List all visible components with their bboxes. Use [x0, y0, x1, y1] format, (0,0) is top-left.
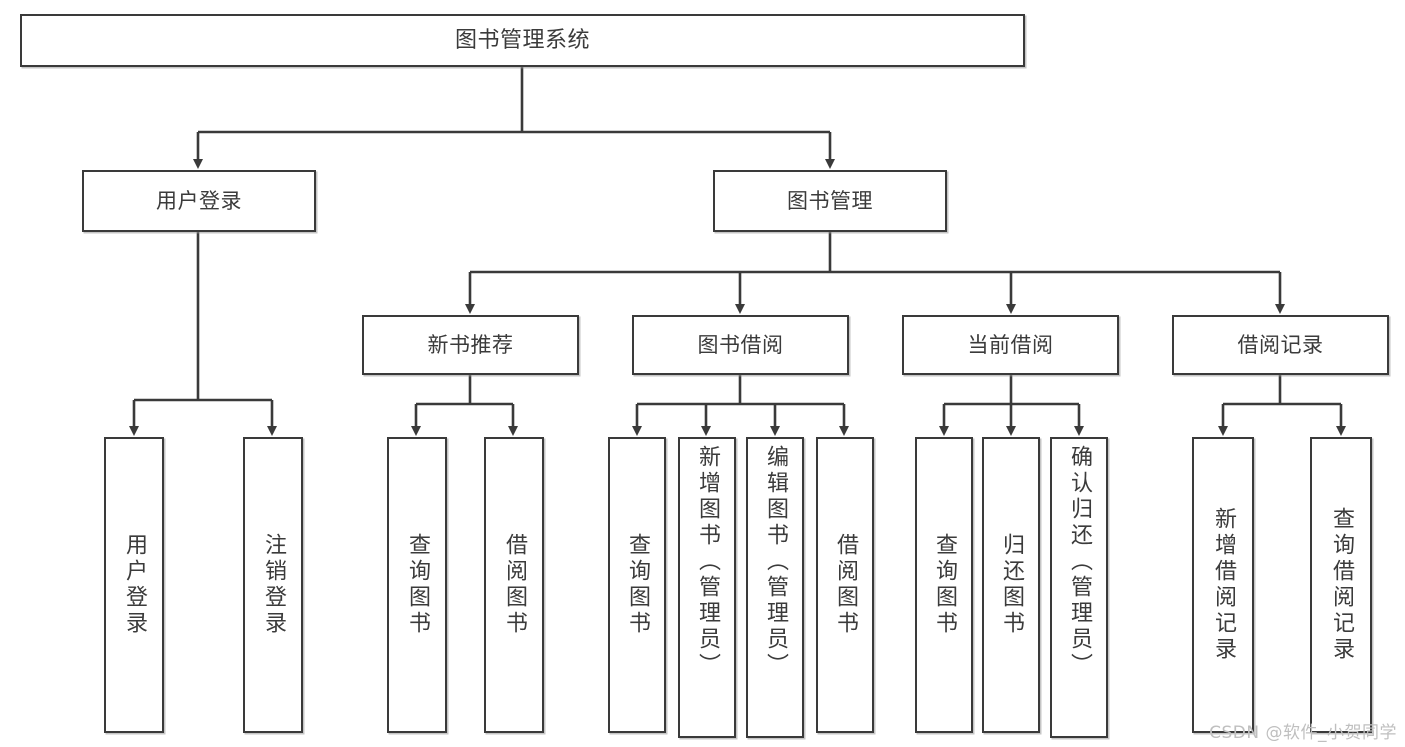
- node-label: 归还图书: [999, 533, 1024, 637]
- node-label: 借阅图书: [502, 533, 527, 637]
- node-label: 确认归还（管理员）: [1067, 445, 1092, 679]
- node-book-manage[interactable]: 图书管理: [713, 170, 947, 232]
- node-label: 查询借阅记录: [1329, 507, 1354, 663]
- node-label: 图书管理系统: [454, 27, 590, 53]
- node-label: 借阅记录: [1237, 332, 1324, 357]
- node-label: 新增图书（管理员）: [695, 445, 720, 679]
- node-leaf-add-book[interactable]: 新增图书（管理员）: [678, 437, 736, 738]
- node-leaf-return-book[interactable]: 归还图书: [982, 437, 1040, 733]
- node-root-system[interactable]: 图书管理系统: [20, 14, 1025, 67]
- node-label: 图书借阅: [697, 332, 784, 357]
- node-leaf-add-borrow-record[interactable]: 新增借阅记录: [1192, 437, 1254, 733]
- node-leaf-borrow-book-recommend[interactable]: 借阅图书: [484, 437, 544, 733]
- node-label: 新书推荐: [427, 332, 514, 357]
- node-label: 新增借阅记录: [1211, 507, 1236, 663]
- node-label: 查询图书: [405, 533, 430, 637]
- node-label: 用户登录: [122, 533, 147, 637]
- node-label: 查询图书: [932, 533, 957, 637]
- csdn-watermark: CSDN @软件_小贺同学: [1209, 723, 1397, 743]
- node-label: 编辑图书（管理员）: [763, 445, 788, 679]
- node-label: 当前借阅: [967, 332, 1054, 357]
- node-label: 查询图书: [625, 533, 650, 637]
- node-user-login[interactable]: 用户登录: [82, 170, 316, 232]
- node-leaf-logout-login[interactable]: 注销登录: [243, 437, 303, 733]
- node-leaf-user-login[interactable]: 用户登录: [104, 437, 164, 733]
- node-label: 注销登录: [261, 533, 286, 637]
- node-leaf-query-borrow-record[interactable]: 查询借阅记录: [1310, 437, 1372, 733]
- node-new-book-recommend[interactable]: 新书推荐: [362, 315, 579, 375]
- node-leaf-edit-book[interactable]: 编辑图书（管理员）: [746, 437, 804, 738]
- node-leaf-confirm-return[interactable]: 确认归还（管理员）: [1050, 437, 1108, 738]
- node-leaf-query-book-borrow[interactable]: 查询图书: [608, 437, 666, 733]
- node-label: 借阅图书: [833, 533, 858, 637]
- node-leaf-query-book-recommend[interactable]: 查询图书: [387, 437, 447, 733]
- node-current-borrow[interactable]: 当前借阅: [902, 315, 1119, 375]
- node-leaf-query-book-current[interactable]: 查询图书: [915, 437, 973, 733]
- node-borrow-record[interactable]: 借阅记录: [1172, 315, 1389, 375]
- node-leaf-borrow-book[interactable]: 借阅图书: [816, 437, 874, 733]
- node-label: 图书管理: [787, 188, 873, 213]
- node-label: 用户登录: [156, 188, 242, 213]
- node-book-borrow[interactable]: 图书借阅: [632, 315, 849, 375]
